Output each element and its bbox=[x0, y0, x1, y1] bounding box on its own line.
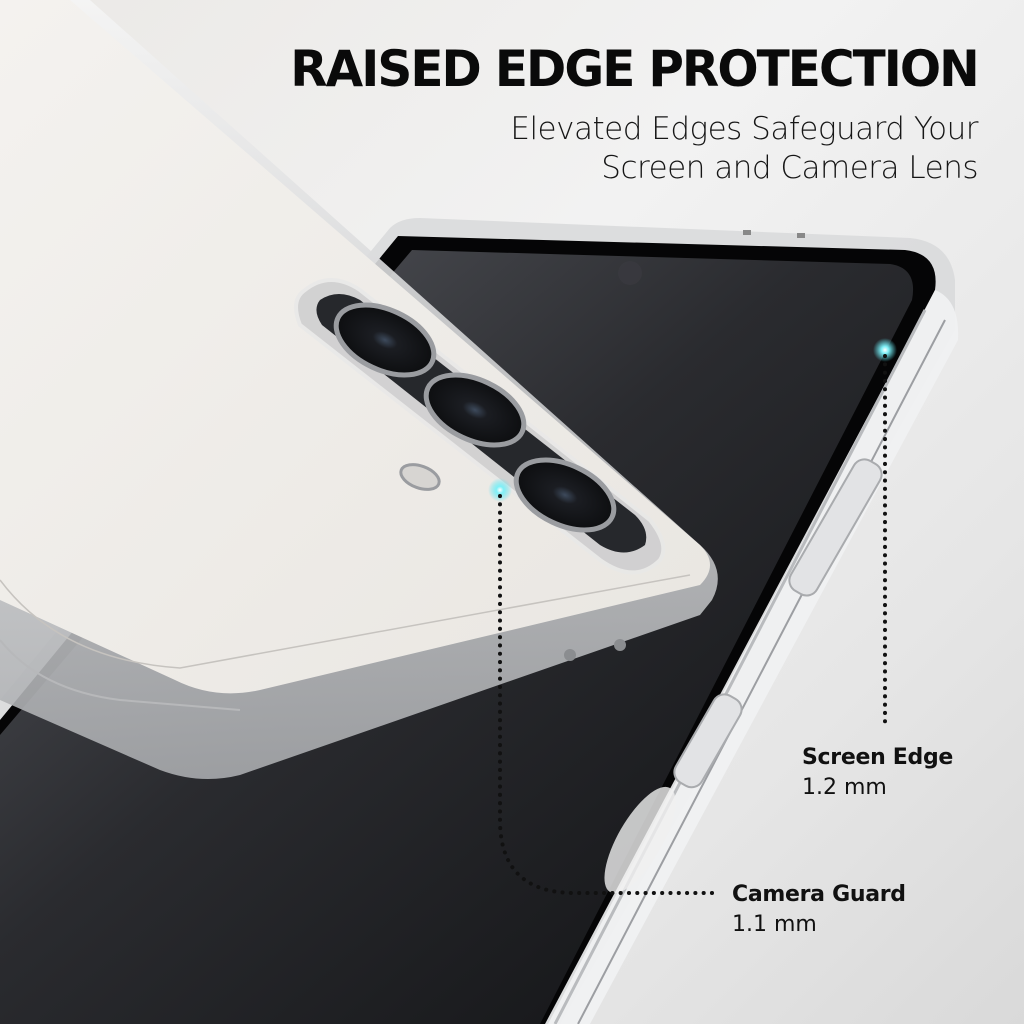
back-phone bbox=[0, 0, 718, 779]
subheadline-line-1: Elevated Edges Safeguard Your bbox=[510, 111, 978, 147]
camera-guard-highlight bbox=[488, 478, 512, 502]
screen-edge-callout: Screen Edge 1.2 mm bbox=[802, 743, 953, 803]
camera-guard-value: 1.1 mm bbox=[732, 912, 817, 937]
camera-guard-label: Camera Guard bbox=[732, 882, 906, 907]
screen-edge-label: Screen Edge bbox=[802, 745, 954, 770]
headline: RAISED EDGE PROTECTION bbox=[290, 40, 979, 98]
camera-module bbox=[294, 278, 666, 575]
subheadline-line-2: Screen and Camera Lens bbox=[601, 150, 978, 186]
screen-edge-highlight bbox=[873, 338, 897, 362]
subheadline: Elevated Edges Safeguard Your Screen and… bbox=[510, 110, 978, 188]
camera-guard-leader-line bbox=[498, 494, 718, 895]
camera-guard-callout: Camera Guard 1.1 mm bbox=[732, 880, 906, 940]
screen-edge-value: 1.2 mm bbox=[802, 775, 887, 800]
